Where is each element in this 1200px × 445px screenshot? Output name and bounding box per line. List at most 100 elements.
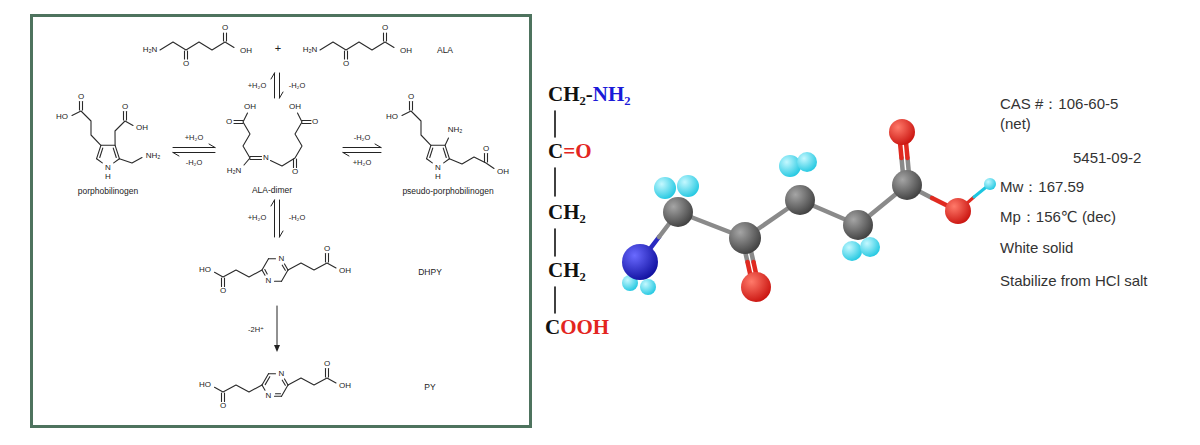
- equilibrium-arrow-part: [173, 153, 179, 157]
- ala-structure-part: [184, 51, 185, 59]
- ala-structure-part: [344, 51, 345, 59]
- pseudo-porphobilinogen-structure-part: [443, 148, 446, 157]
- ala-structure-part: [320, 42, 394, 50]
- atom-label: OH: [339, 267, 351, 275]
- formula-row: C=O: [548, 141, 591, 162]
- atom-label: N: [279, 370, 285, 378]
- ala-structure-part: [223, 33, 224, 41]
- ala-dimer-structure-part: [293, 159, 294, 168]
- model-atoms-part: [984, 178, 996, 190]
- model-atoms-part: [842, 241, 862, 261]
- model-atoms-part: [663, 197, 693, 227]
- equilibrium-arrow-part: [209, 144, 215, 148]
- atom-label: N: [266, 277, 272, 285]
- atom-label: O: [324, 360, 330, 368]
- atom-label: HO: [199, 266, 211, 274]
- model-atoms-part: [654, 177, 676, 199]
- ala-dimer-structure-part: [250, 159, 262, 160]
- model-atoms-part: [729, 222, 761, 254]
- property-text: 5451-09-2: [1073, 148, 1141, 168]
- model-atoms-part: [892, 170, 922, 200]
- compound-node: OHOOOHNH₂NHporphobilinogen: [50, 92, 170, 198]
- equilibrium-arrow-part: [279, 200, 280, 237]
- reaction-condition: -H₂O: [186, 159, 203, 167]
- formula-text: CH₂-: [548, 84, 593, 105]
- equilibrium-arrow-part: [280, 231, 284, 237]
- porphobilinogen-structure-part: [97, 159, 103, 163]
- ala-structure-part: [386, 33, 387, 41]
- porphobilinogen-structure-part: [126, 112, 127, 121]
- property-text: Stabilize from HCl salt: [1000, 271, 1148, 291]
- ala-structure-part: [160, 42, 234, 50]
- atom-label: N: [105, 164, 111, 172]
- equilibrium-arrow-part: [375, 144, 381, 148]
- compound-name: DHPY: [418, 268, 442, 277]
- ala-structure: [320, 33, 394, 59]
- porphobilinogen-structure-part: [119, 158, 142, 164]
- dhpy-structure-part: [328, 254, 329, 263]
- reaction-condition: +H₂O: [185, 134, 204, 142]
- atom-label: OH: [240, 47, 252, 55]
- atom-label: O: [226, 118, 232, 126]
- dhpy-structure-part: [269, 258, 276, 259]
- equilibrium-arrow-part: [280, 92, 284, 98]
- atom-label: H: [435, 173, 441, 181]
- equilibrium-arrow: [343, 144, 381, 156]
- pseudo-porphobilinogen-structure-part: [484, 154, 485, 163]
- atom-label: N: [279, 255, 285, 263]
- dhpy-structure-part: [288, 263, 336, 270]
- equilibrium-arrow: [271, 200, 283, 237]
- compound-name: ALA: [437, 46, 453, 55]
- model-atoms-part: [889, 119, 915, 145]
- atom-label: O: [78, 93, 84, 101]
- atom-label: O: [292, 168, 298, 176]
- dhpy-structure-part: [282, 270, 289, 281]
- ala-dimer-structure-part: [243, 113, 250, 158]
- reaction-condition: +H₂O: [248, 214, 267, 222]
- equilibrium-arrow-part: [274, 73, 275, 98]
- reaction-condition: +H₂O: [248, 82, 267, 90]
- equilibrium-arrow: [173, 144, 215, 156]
- ala-dimer-structure-part: [302, 120, 311, 121]
- model-atoms-part: [640, 279, 656, 295]
- pseudo-porphobilinogen-structure-part: [402, 111, 431, 145]
- porphobilinogen-structure-part: [72, 111, 101, 145]
- formula-row: COOH: [545, 317, 609, 338]
- dhpy-structure-part: [265, 270, 267, 274]
- pseudo-porphobilinogen-structure-part: [412, 102, 413, 111]
- formula-text: CH₂: [548, 260, 586, 281]
- compound-name: PY: [424, 383, 435, 392]
- property-text: White solid: [1000, 238, 1073, 258]
- model-atoms-part: [797, 152, 817, 172]
- atom-label: H: [105, 173, 111, 181]
- porphobilinogen-structure-part: [82, 102, 83, 111]
- py-structure-part: [265, 377, 270, 385]
- atom-label: OH: [400, 47, 412, 55]
- porphobilinogen-structure-part: [114, 159, 120, 163]
- ala-dimer-structure-part: [244, 158, 250, 165]
- atom-label: O: [220, 287, 226, 295]
- dhpy-structure: [215, 254, 337, 287]
- ala-dimer-structure-part: [250, 156, 262, 157]
- atom-label: O: [408, 93, 414, 101]
- py-structure-part: [262, 385, 265, 390]
- equilibrium-arrow-part: [274, 200, 275, 237]
- atom-label: NH₂: [146, 152, 161, 160]
- py-structure-part: [325, 369, 326, 378]
- reaction-arrow: [274, 306, 280, 352]
- py-structure-part: [262, 374, 269, 385]
- equilibrium-arrow: [271, 73, 283, 98]
- model-atoms-part: [860, 237, 880, 257]
- equilibrium-arrow-part: [173, 147, 215, 148]
- dhpy-structure-part: [262, 259, 269, 276]
- model-atoms-part: [945, 198, 971, 224]
- equilibrium-arrow-part: [343, 147, 381, 148]
- compound-node: H₂NOOOH+H₂NOOOHALA: [138, 22, 465, 70]
- formula-bonds-part: [554, 229, 556, 256]
- porphobilinogen-structure-part: [113, 148, 116, 157]
- py-structure-part: [221, 393, 222, 402]
- compound-name: porphobilinogen: [78, 187, 139, 196]
- atom-label: OH: [244, 103, 256, 111]
- equilibrium-arrow-part: [271, 73, 275, 79]
- py-structure-part: [282, 380, 285, 385]
